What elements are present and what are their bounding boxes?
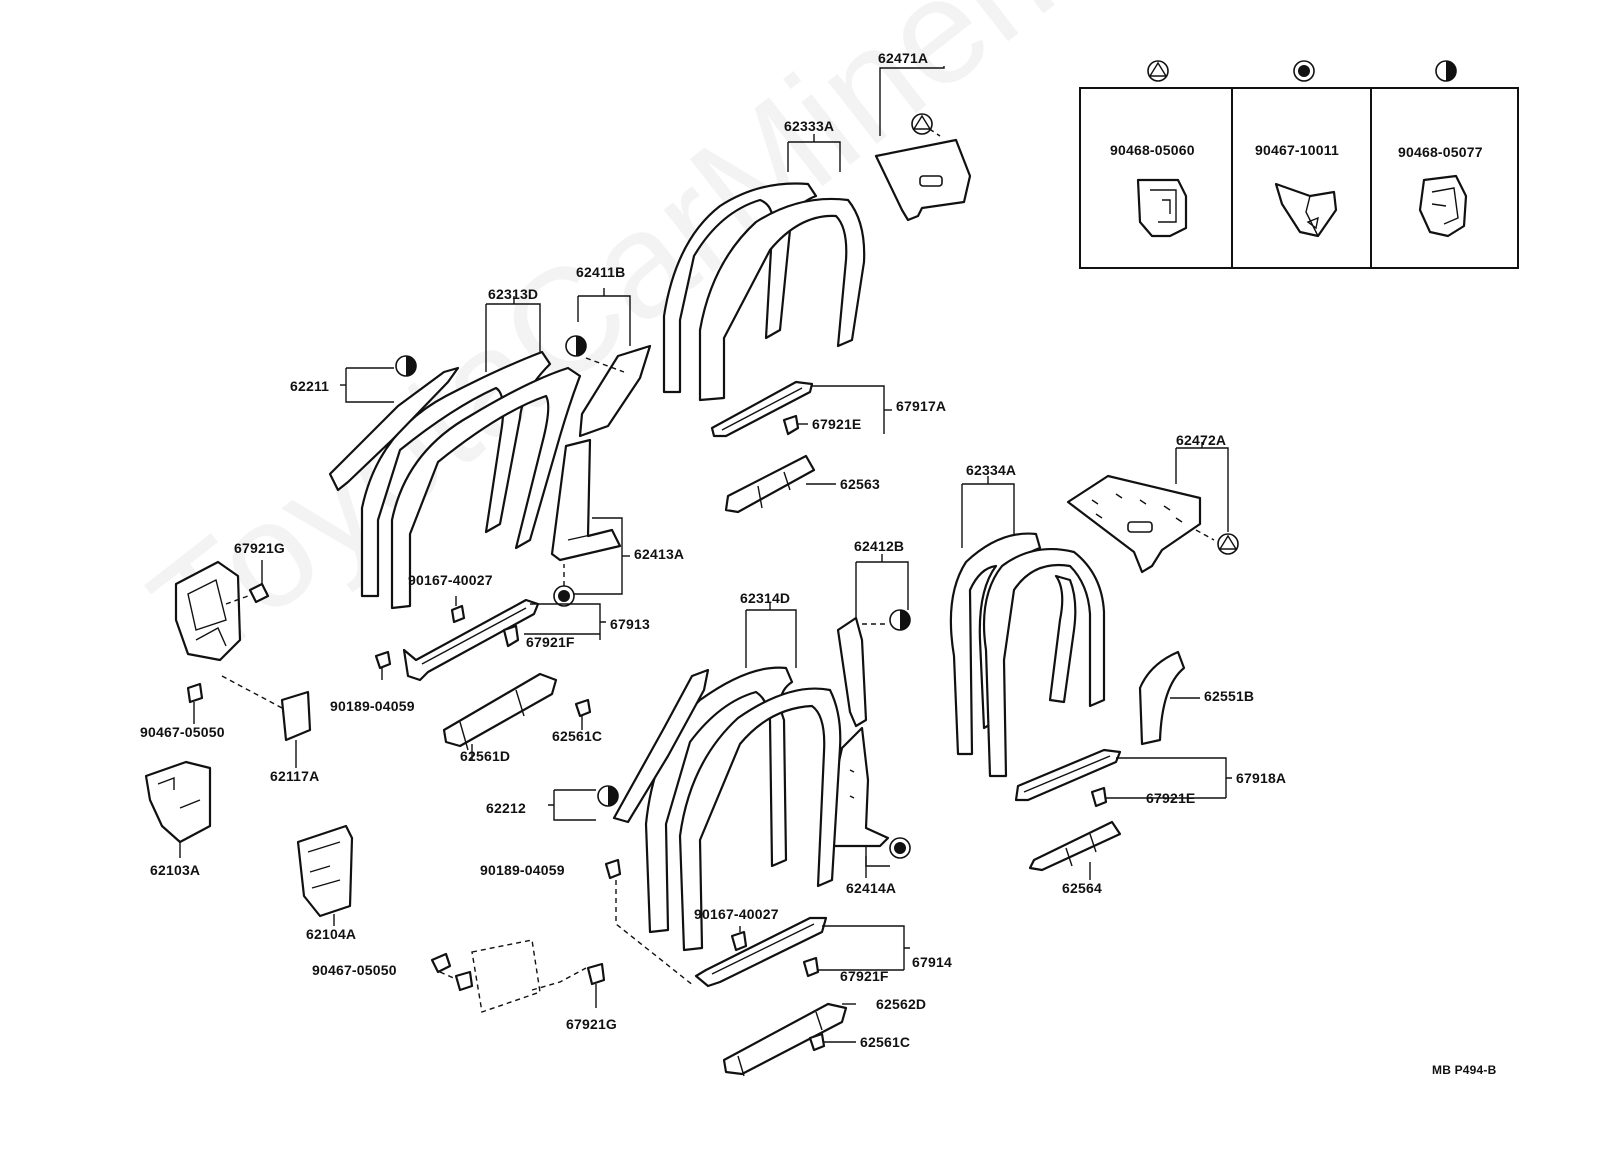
part-lower-kick-bracket — [430, 939, 606, 1013]
part-62117A-group — [174, 560, 312, 768]
part-label-62412B: 62412B — [854, 538, 905, 554]
part-label-62471A: 62471A — [878, 50, 929, 66]
full-dot-clip-icon — [1293, 60, 1315, 82]
clip-legend — [1079, 60, 1519, 269]
triangle-clip-icon — [1217, 533, 1239, 555]
part-label-67921F-top: 67921F — [526, 634, 575, 650]
part-label-90467-05050-bottom: 90467-05050 — [312, 962, 397, 978]
full-dot-clip-icon — [889, 837, 911, 859]
part-62314D — [644, 602, 842, 952]
clip-drawing-1 — [1136, 178, 1188, 238]
legend-part-full-dot: 90467-10011 — [1255, 142, 1339, 158]
part-62564 — [1028, 820, 1122, 880]
part-62313D — [360, 296, 582, 610]
part-label-62563: 62563 — [840, 476, 880, 492]
part-label-67921G-bottom: 67921G — [566, 1016, 618, 1032]
part-label-67918A: 67918A — [1236, 770, 1287, 786]
clip-drawing-3 — [1418, 174, 1468, 238]
part-label-62551B: 62551B — [1204, 688, 1255, 704]
triangle-clip-icon — [911, 113, 933, 135]
part-62212 — [548, 668, 710, 824]
part-62563 — [724, 454, 836, 514]
part-label-62414A: 62414A — [846, 880, 897, 896]
part-62104A — [296, 824, 354, 926]
part-label-90167-40027-bottom: 90167-40027 — [694, 906, 779, 922]
part-label-67921G-left: 67921G — [234, 540, 286, 556]
part-label-62212: 62212 — [486, 800, 526, 816]
part-label-62561D: 62561D — [460, 748, 511, 764]
part-label-62564: 62564 — [1062, 880, 1102, 896]
part-62471A — [874, 66, 972, 222]
part-label-90167-40027-top: 90167-40027 — [408, 572, 493, 588]
part-67918A — [1014, 748, 1232, 808]
part-label-62561C-bottom: 62561C — [860, 1034, 911, 1050]
part-62103A — [144, 760, 212, 858]
part-label-90189-04059-bottom: 90189-04059 — [480, 862, 565, 878]
part-label-62562D: 62562D — [876, 996, 927, 1012]
half-dot-clip-icon — [889, 609, 911, 631]
part-label-62103A: 62103A — [150, 862, 201, 878]
part-label-62313D: 62313D — [488, 286, 539, 302]
part-62211 — [328, 355, 460, 492]
legend-frame — [1079, 87, 1519, 269]
legend-part-half-dot: 90468-05077 — [1398, 144, 1483, 160]
part-62472A — [1066, 442, 1239, 574]
part-label-62561C-top: 62561C — [552, 728, 603, 744]
part-62333A — [662, 134, 866, 402]
part-label-67914: 67914 — [912, 954, 952, 970]
part-label-67921F-bottom: 67921F — [840, 968, 889, 984]
part-67913 — [374, 596, 606, 682]
half-dot-clip-icon — [565, 335, 587, 357]
half-dot-clip-icon — [1435, 60, 1457, 82]
clip-drawing-2 — [1274, 182, 1338, 238]
triangle-clip-icon — [1147, 60, 1169, 82]
part-67914 — [604, 858, 910, 988]
half-dot-clip-icon — [597, 785, 619, 807]
part-label-62333A: 62333A — [784, 118, 835, 134]
part-label-67921E-top: 67921E — [812, 416, 862, 432]
part-label-67921E-bottom: 67921E — [1146, 790, 1196, 806]
part-62334A — [949, 476, 1106, 778]
legend-part-triangle: 90468-05060 — [1110, 142, 1195, 158]
part-62561D — [442, 672, 592, 760]
part-label-90467-05050-left: 90467-05050 — [140, 724, 225, 740]
part-label-62411B: 62411B — [576, 264, 626, 280]
diagram-reference-code: MB P494-B — [1432, 1063, 1497, 1077]
half-dot-clip-icon — [395, 355, 417, 377]
part-label-67913: 67913 — [610, 616, 650, 632]
part-62551B — [1138, 650, 1200, 746]
part-67917A — [710, 380, 892, 438]
part-label-62413A: 62413A — [634, 546, 685, 562]
part-62413A — [550, 438, 630, 607]
part-label-62117A: 62117A — [270, 768, 320, 784]
part-label-62104A: 62104A — [306, 926, 357, 942]
part-label-90189-04059-top: 90189-04059 — [330, 698, 415, 714]
full-dot-clip-icon — [553, 585, 575, 607]
part-62411B — [565, 288, 652, 438]
part-label-67917A: 67917A — [896, 398, 947, 414]
part-62562D — [722, 1002, 856, 1077]
part-label-62314D: 62314D — [740, 590, 791, 606]
part-62412B — [836, 554, 911, 728]
part-label-62334A: 62334A — [966, 462, 1017, 478]
part-label-62472A: 62472A — [1176, 432, 1227, 448]
part-label-62211: 62211 — [290, 378, 330, 394]
